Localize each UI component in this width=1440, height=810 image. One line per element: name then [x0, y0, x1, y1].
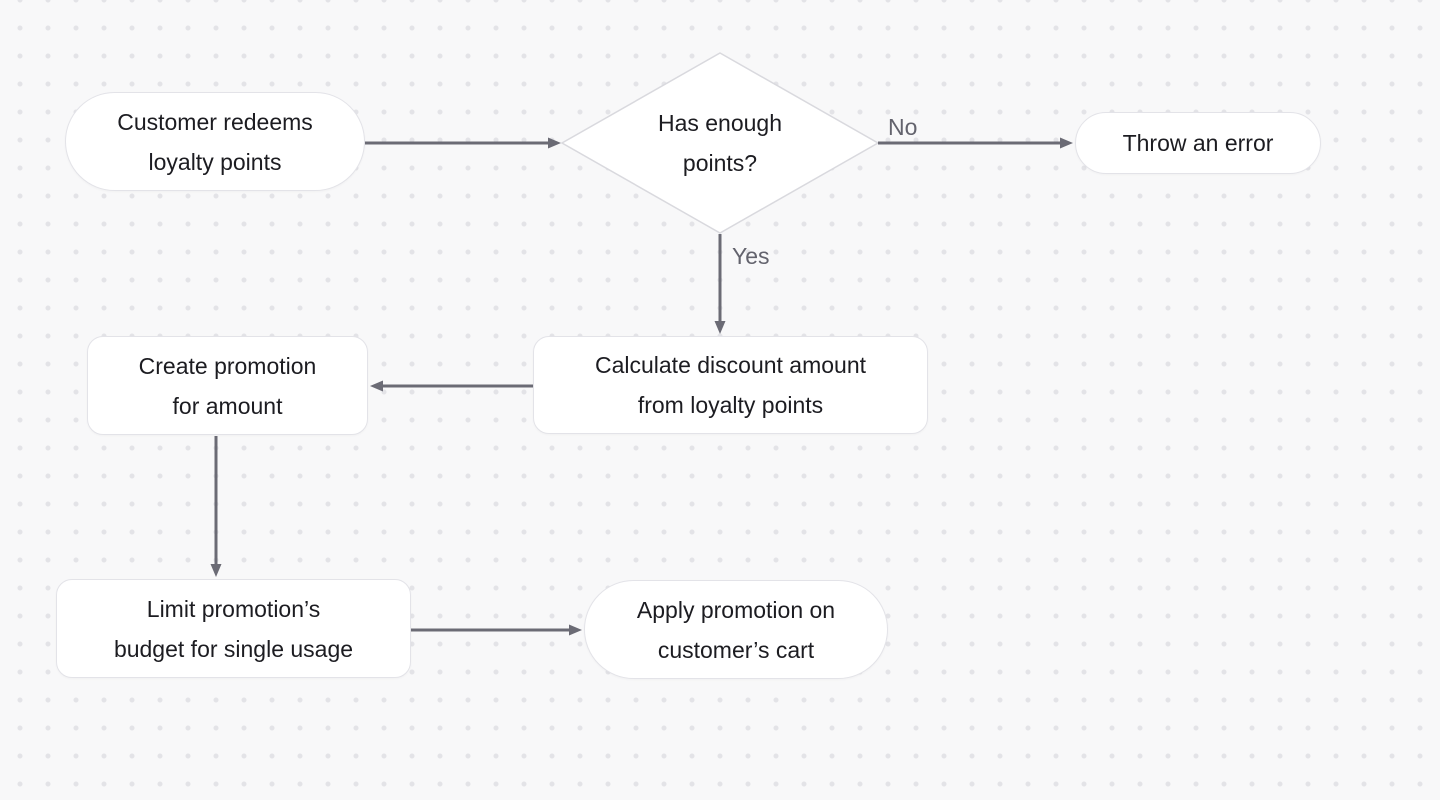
node-label: Apply promotion on customer’s cart: [636, 596, 836, 663]
node-throw-an-error[interactable]: Throw an error: [1075, 112, 1321, 174]
node-label: Calculate discount amount from loyalty p…: [594, 352, 867, 418]
node-label: Limit promotion’s budget for single usag…: [113, 595, 354, 662]
edge-label-yes: Yes: [732, 243, 770, 269]
node-customer-redeems-loyalty-points[interactable]: Customer redeems loyalty points: [65, 92, 365, 191]
node-calculate-discount-amount[interactable]: Calculate discount amount from loyalty p…: [533, 336, 928, 434]
node-apply-promotion-on-cart[interactable]: Apply promotion on customer’s cart: [584, 580, 888, 679]
node-limit-promotions-budget[interactable]: Limit promotion’s budget for single usag…: [56, 579, 411, 678]
node-label: Create promotion for amount: [138, 352, 317, 419]
node-label: Throw an error: [1122, 130, 1274, 156]
edge-label-no: No: [888, 114, 918, 140]
node-create-promotion-for-amount[interactable]: Create promotion for amount: [87, 336, 368, 435]
node-has-enough-points-diamond[interactable]: [560, 52, 880, 234]
canvas-bottom-strip: [0, 800, 1440, 810]
node-label: Customer redeems loyalty points: [117, 108, 313, 175]
